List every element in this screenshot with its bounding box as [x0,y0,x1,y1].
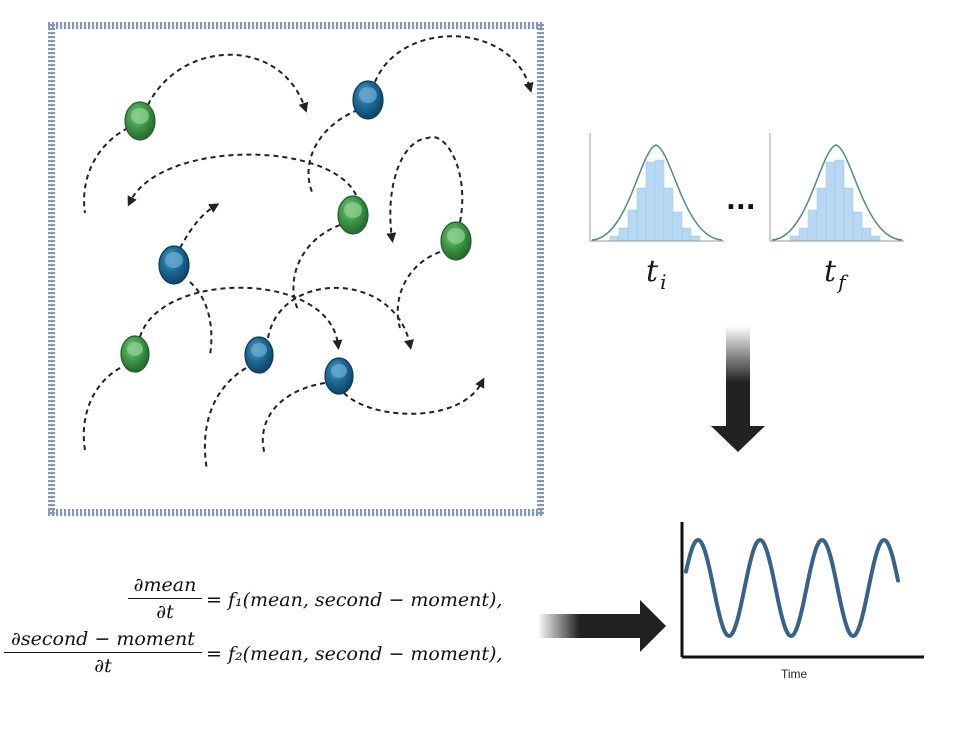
particle-blue [158,245,190,285]
histogram-bars [609,159,701,242]
box-border-left [48,22,55,516]
equation-1-numerator: ∂mean [133,574,197,596]
histogram-bars [789,159,881,242]
particle-blue [352,80,384,120]
sine-curve [684,537,900,639]
trajectory-16 [261,382,326,456]
trajectory-7 [386,136,464,243]
particle-green [120,335,150,373]
ellipsis: ... [726,186,756,216]
particle-green [440,221,472,261]
right-arrow-icon [538,600,666,652]
trajectory-2 [83,127,129,214]
trajectory-4 [307,109,359,193]
trajectory-3 [374,35,534,93]
down-arrow-icon [711,326,765,452]
fraction-bar [128,598,202,600]
equation-1-denominator: ∂t [156,601,174,624]
trajectory-8 [396,251,441,329]
trajectory-14 [203,367,247,471]
sine-plot [680,522,924,659]
trajectory-10 [189,281,213,356]
equation-2-denominator: ∂t [94,655,112,678]
trajectory-5 [127,153,357,207]
particle-blue [244,336,274,374]
particle-green [337,195,369,235]
trajectory-11 [139,286,343,350]
box-border-right [537,22,544,516]
box-border-top [48,22,544,29]
histogram-final [769,133,904,242]
equation-2-fraction: ∂second − moment ∂t [4,628,202,677]
trajectory-1 [147,53,309,113]
equation-2-rhs: = f₂(mean, second − moment), [206,643,503,665]
trajectories [82,35,534,471]
trajectory-15 [343,377,485,415]
equation-1-fraction: ∂mean ∂t [128,574,202,623]
particle-blue [324,357,354,395]
fit-curve [771,144,903,241]
fit-curve [591,144,723,241]
equation-2-numerator: ∂second − moment [11,628,195,650]
particles [120,80,472,395]
trajectory-13 [267,286,414,350]
box-border-bottom [48,509,544,516]
particle-green [124,101,156,141]
fraction-bar [4,652,202,654]
trajectory-12 [82,367,121,451]
time-axis-label: Time [781,667,808,681]
trajectory-9 [179,203,220,249]
histogram-initial [589,133,724,242]
simulation-box [48,22,544,516]
equation-1-rhs: = f₁(mean, second − moment), [206,589,503,611]
trajectory-6 [292,224,341,311]
